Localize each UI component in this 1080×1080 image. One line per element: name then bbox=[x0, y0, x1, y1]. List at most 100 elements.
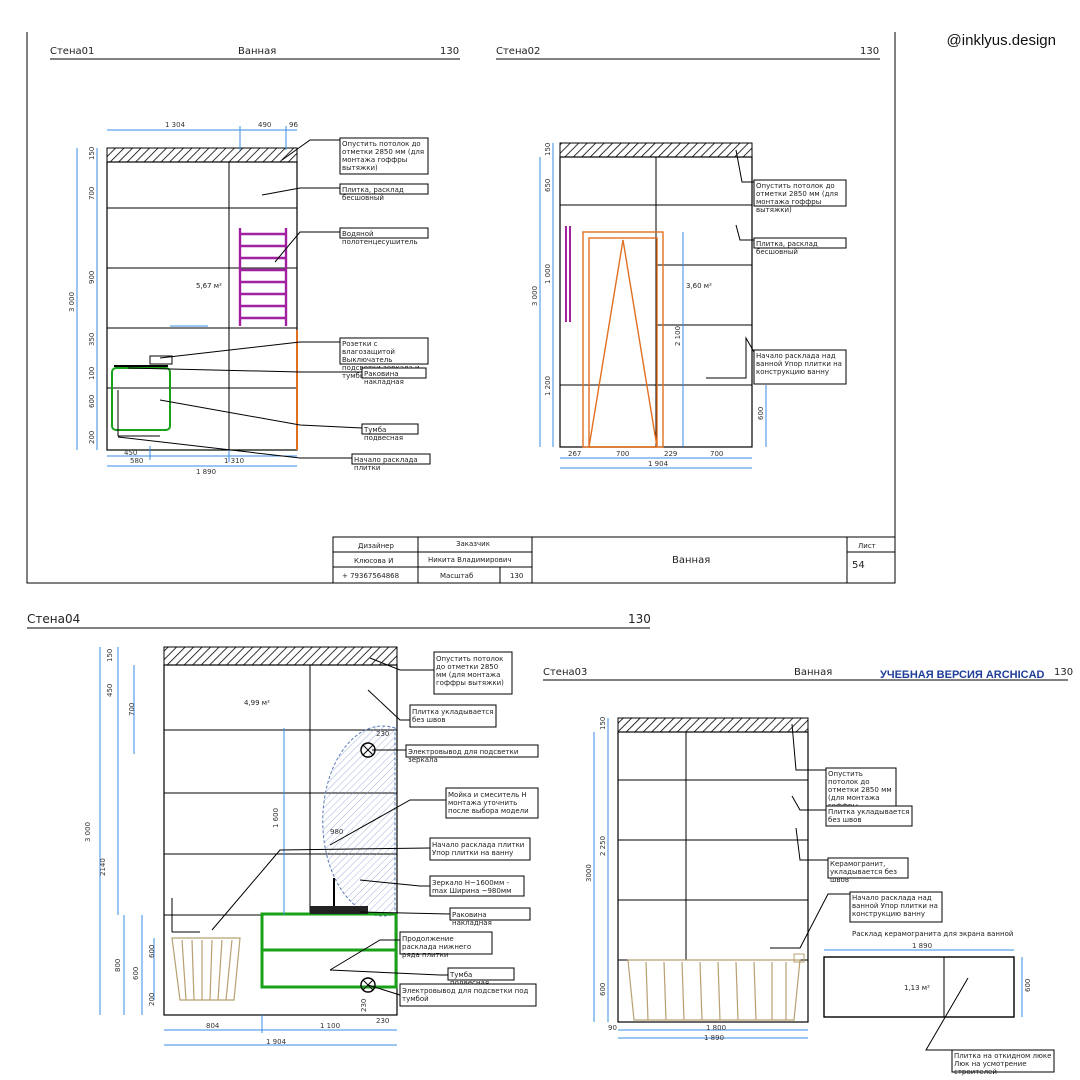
wall4-name: Стена04 bbox=[27, 612, 80, 626]
wall2-dimensions bbox=[539, 143, 767, 469]
sheet-frame bbox=[26, 32, 896, 584]
wall2-dim-bottom-1: 267 bbox=[568, 450, 581, 458]
wall2-total-w: 1 904 bbox=[648, 460, 669, 468]
title-customer: Никита Владимирович bbox=[428, 556, 512, 564]
wall3-dim-left-3: 600 bbox=[599, 983, 607, 996]
towel-warmer-icon bbox=[238, 228, 288, 326]
wall1-dim-left-7: 200 bbox=[88, 431, 96, 444]
wall3-dim-bottom-2: 1 800 bbox=[706, 1024, 726, 1032]
wall3-dim-left-2: 2 250 bbox=[599, 836, 607, 856]
title-block: Дизайнер Клюсова И + 79367564868 Заказчи… bbox=[332, 536, 896, 584]
wall1-dim-bottom-1: 450 bbox=[124, 449, 137, 457]
wall2-dim-bottom-2: 700 bbox=[616, 450, 629, 458]
title-scale: 130 bbox=[510, 572, 523, 580]
wall4-dim-left-5: 800 bbox=[114, 959, 122, 972]
wall1-dim-top-2: 490 bbox=[258, 121, 271, 129]
wall1-dim-top-3: 96 bbox=[289, 121, 298, 129]
title-designer-header: Дизайнер bbox=[358, 542, 394, 550]
wall2-dim-bottom-3: 229 bbox=[664, 450, 677, 458]
wall4-total-h: 3 000 bbox=[84, 822, 92, 842]
wall2-total-h: 3 000 bbox=[531, 286, 539, 306]
wall1-dim-top-1: 1 304 bbox=[165, 121, 186, 129]
wall3-screen-area: 1,13 м² bbox=[904, 984, 930, 992]
wall4-dim-left-7: 600 bbox=[148, 945, 156, 958]
wall2-door bbox=[582, 231, 664, 448]
wall3-screen-h: 600 bbox=[1024, 979, 1032, 992]
title-sheet-no: 54 bbox=[852, 560, 865, 571]
wall1-dim-bottom-3: 1 310 bbox=[224, 457, 244, 465]
wall2-dim-left-1: 150 bbox=[544, 143, 552, 156]
title-designer: Клюсова И bbox=[354, 557, 393, 565]
wall2-dim-left-4: 1 200 bbox=[544, 376, 552, 396]
wall4-tub bbox=[171, 937, 241, 1001]
wall3-screen bbox=[823, 956, 1015, 1018]
title-customer-header: Заказчик bbox=[456, 540, 490, 548]
wall3-name: Стена03 bbox=[543, 667, 587, 678]
wall2-towel-icon bbox=[565, 226, 571, 322]
wall1-total-h: 3 000 bbox=[68, 292, 76, 312]
wall1-dim-left-6: 600 bbox=[88, 395, 96, 408]
wall3-total-h: 3000 bbox=[585, 864, 593, 882]
wall1-dim-left-1: 150 bbox=[88, 147, 96, 160]
wall1-area: 5,67 м² bbox=[196, 282, 222, 290]
wall2-dim-left-2: 650 bbox=[544, 179, 552, 192]
title-room: Ванная bbox=[672, 555, 710, 566]
wall3-bathtub bbox=[627, 959, 801, 1021]
wall1-scale: 130 bbox=[440, 46, 459, 57]
wall4-sink bbox=[310, 906, 368, 914]
wall4-mirror-h: 1 600 bbox=[272, 808, 280, 828]
wall3-total-w: 1 890 bbox=[704, 1034, 724, 1042]
title-scale-header: Масштаб bbox=[440, 572, 473, 580]
title-sheet-header: Лист bbox=[858, 542, 876, 550]
wall1-dim-bottom-2: 580 bbox=[130, 457, 143, 465]
wall2-dim-bottom-4: 700 bbox=[710, 450, 723, 458]
wall4-dim-small-3: 230 bbox=[360, 999, 368, 1012]
wall1-name: Стена01 bbox=[50, 46, 94, 57]
wall3-screen-title: Расклад керамогранита для экрана ванной bbox=[852, 930, 1013, 938]
wall3-view: Стена03 Ванная УЧЕБНАЯ ВЕРСИЯ ARCHICAD 1… bbox=[543, 667, 1073, 1076]
wall1-total-w: 1 890 bbox=[196, 468, 216, 476]
wall1-dim-left-5: 100 bbox=[88, 367, 96, 380]
wall4-note-6: Зеркало Н~1600мм -max Ширина ~980мм bbox=[432, 879, 511, 895]
wall4-dim-bottom-1: 804 bbox=[206, 1022, 220, 1030]
edu-version-label: УЧЕБНАЯ ВЕРСИЯ ARCHICAD bbox=[880, 669, 1045, 681]
wall4-dim-small-1: 230 bbox=[376, 730, 389, 738]
wall4-view: Стена04 130 4,99 м² bbox=[27, 612, 651, 1046]
wall3-dim-left-1: 150 bbox=[599, 717, 607, 730]
wall2-door-h: 2 100 bbox=[674, 326, 682, 346]
wall3-scale: 130 bbox=[1054, 667, 1073, 678]
wall4-cabinet bbox=[260, 912, 398, 952]
wall4-dim-left-2: 450 bbox=[106, 684, 114, 697]
wall1-room: Ванная bbox=[238, 46, 276, 57]
wall2-view: Стена02 130 3,60 м² 150 650 1 000 bbox=[496, 46, 880, 469]
wall1-dim-left-2: 700 bbox=[88, 187, 96, 200]
wall2-name: Стена02 bbox=[496, 46, 540, 57]
wall1-view: Стена01 Ванная 130 5,67 м² bbox=[50, 46, 460, 476]
wall2-area: 3,60 м² bbox=[686, 282, 712, 290]
wall2-dim-left-3: 1 000 bbox=[544, 264, 552, 284]
wall4-dim-left-6: 600 bbox=[132, 967, 140, 980]
wall4-mirror-w: 980 bbox=[330, 828, 343, 836]
wall2-right-h: 600 bbox=[757, 407, 765, 420]
wall4-dim-left-3: 700 bbox=[128, 703, 136, 716]
